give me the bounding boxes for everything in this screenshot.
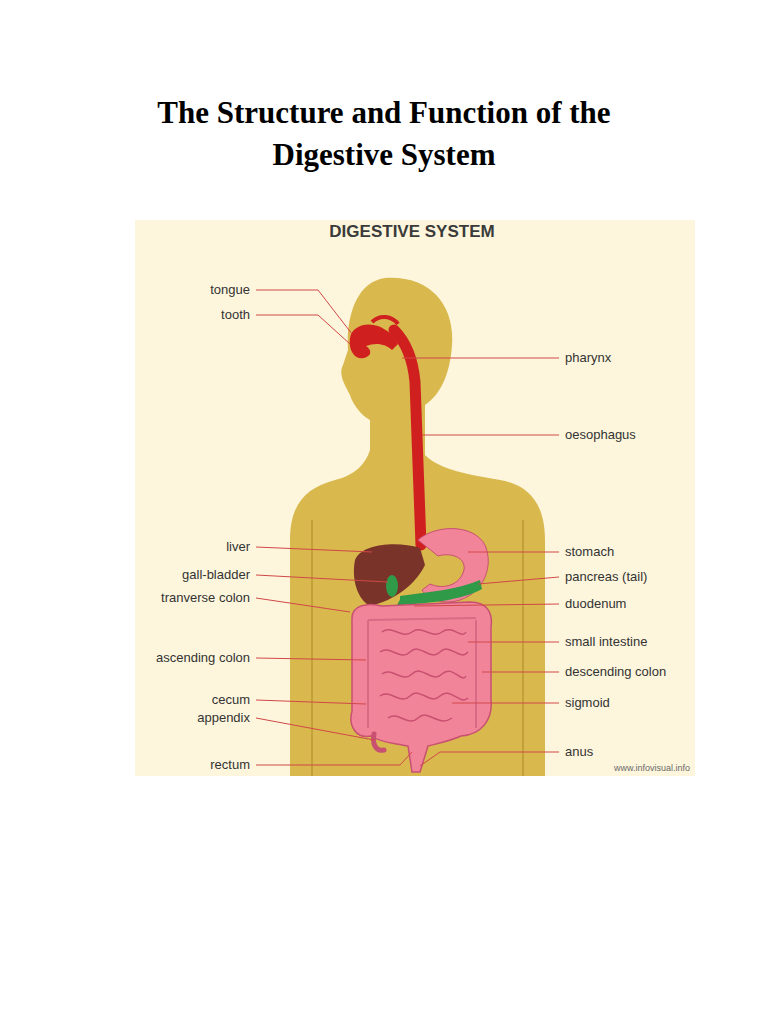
part-label: liver: [226, 539, 250, 555]
part-label: tooth: [221, 307, 250, 323]
part-label: small intestine: [565, 634, 647, 650]
arm-outline: [312, 520, 523, 776]
part-label: tranverse colon: [161, 590, 250, 606]
part-label: gall-bladder: [182, 567, 250, 583]
part-label: stomach: [565, 544, 614, 560]
part-label: tongue: [210, 282, 250, 298]
gall-bladder-organ: [386, 575, 398, 597]
panel-ground: [135, 220, 695, 776]
oesophagus-tube: [394, 330, 421, 545]
pancreas-organ: [400, 580, 482, 605]
part-label: pancreas (tail): [565, 569, 647, 585]
part-label: appendix: [197, 710, 250, 726]
panel-heading: DIGESTIVE SYSTEM: [329, 222, 494, 242]
part-label: duodenum: [565, 596, 626, 612]
part-label: rectum: [210, 757, 250, 773]
colon-outline: [368, 618, 476, 728]
part-label: ascending colon: [156, 650, 250, 666]
part-label: pharynx: [565, 350, 611, 366]
nasal-passage: [372, 317, 398, 324]
leader-lines: [256, 290, 559, 766]
part-label: sigmoid: [565, 695, 610, 711]
small-intestine-loops: [380, 630, 468, 721]
part-label: cecum: [212, 692, 250, 708]
watermark: www.infovisual.info: [614, 763, 690, 774]
part-label: oesophagus: [565, 427, 636, 443]
appendix-organ: [373, 734, 384, 750]
part-label: anus: [565, 744, 593, 760]
body-silhouette: [290, 278, 545, 776]
page-title: The Structure and Function of the Digest…: [104, 92, 664, 176]
intestine-mass: [351, 602, 491, 772]
part-label: descending colon: [565, 664, 666, 680]
